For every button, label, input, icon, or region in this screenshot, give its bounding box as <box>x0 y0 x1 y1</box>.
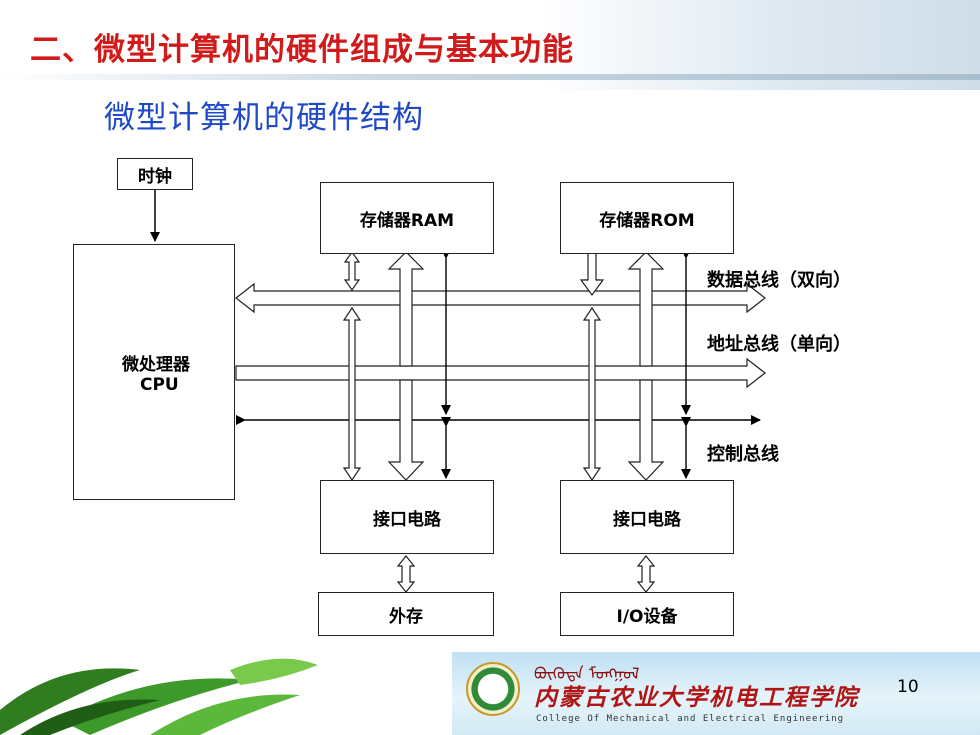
school-name-mongolian: ᠪᠦᠭᠦᠳᠡ ᠮᠣᠩᠭᠣᠯ <box>534 664 640 683</box>
ram-address-link <box>387 251 425 367</box>
ram-data-link <box>343 250 361 292</box>
if1-storage-link <box>396 555 416 593</box>
ram-box: 存储器RAM <box>320 182 494 254</box>
school-name-english: College Of Mechanical and Electrical Eng… <box>536 714 845 724</box>
if2-data-link <box>582 306 602 482</box>
data-bus-arrow <box>235 282 766 314</box>
slide-title: 二、微型计算机的硬件组成与基本功能 <box>30 32 574 68</box>
control-bus-label: 控制总线 <box>707 444 779 465</box>
io-device-box: I/O设备 <box>560 592 734 636</box>
cpu-box: 微处理器 CPU <box>73 244 235 500</box>
school-name: 内蒙古农业大学机电工程学院 <box>534 685 859 711</box>
if1-address-link <box>387 379 425 481</box>
cpu-label-en: CPU <box>140 374 179 395</box>
rom-address-link <box>627 251 665 367</box>
if2-io-link <box>636 555 656 593</box>
rom-box: 存储器ROM <box>560 182 734 254</box>
interface-box-2: 接口电路 <box>560 480 734 554</box>
address-bus-label: 地址总线（单向） <box>707 334 851 355</box>
clock-box: 时钟 <box>117 158 193 190</box>
cpu-label: 微处理器 <box>122 354 190 375</box>
data-bus-label: 数据总线（双向） <box>707 270 851 291</box>
header-divider <box>0 74 980 80</box>
if1-data-link <box>342 306 362 482</box>
slide-subtitle: 微型计算机的硬件结构 <box>104 100 424 136</box>
page-number: 10 <box>897 677 919 697</box>
external-storage-box: 外存 <box>318 592 494 636</box>
interface-box-1: 接口电路 <box>320 480 494 554</box>
school-emblem <box>466 662 520 716</box>
tea-leaves-image <box>0 658 318 735</box>
school-banner: ᠪᠦᠭᠦᠳᠡ ᠮᠣᠩᠭᠣᠯ 内蒙古农业大学机电工程学院 College Of M… <box>452 652 980 735</box>
rom-data-shaft <box>579 251 605 297</box>
if2-address-link <box>627 379 665 481</box>
address-bus-arrow <box>235 357 766 389</box>
